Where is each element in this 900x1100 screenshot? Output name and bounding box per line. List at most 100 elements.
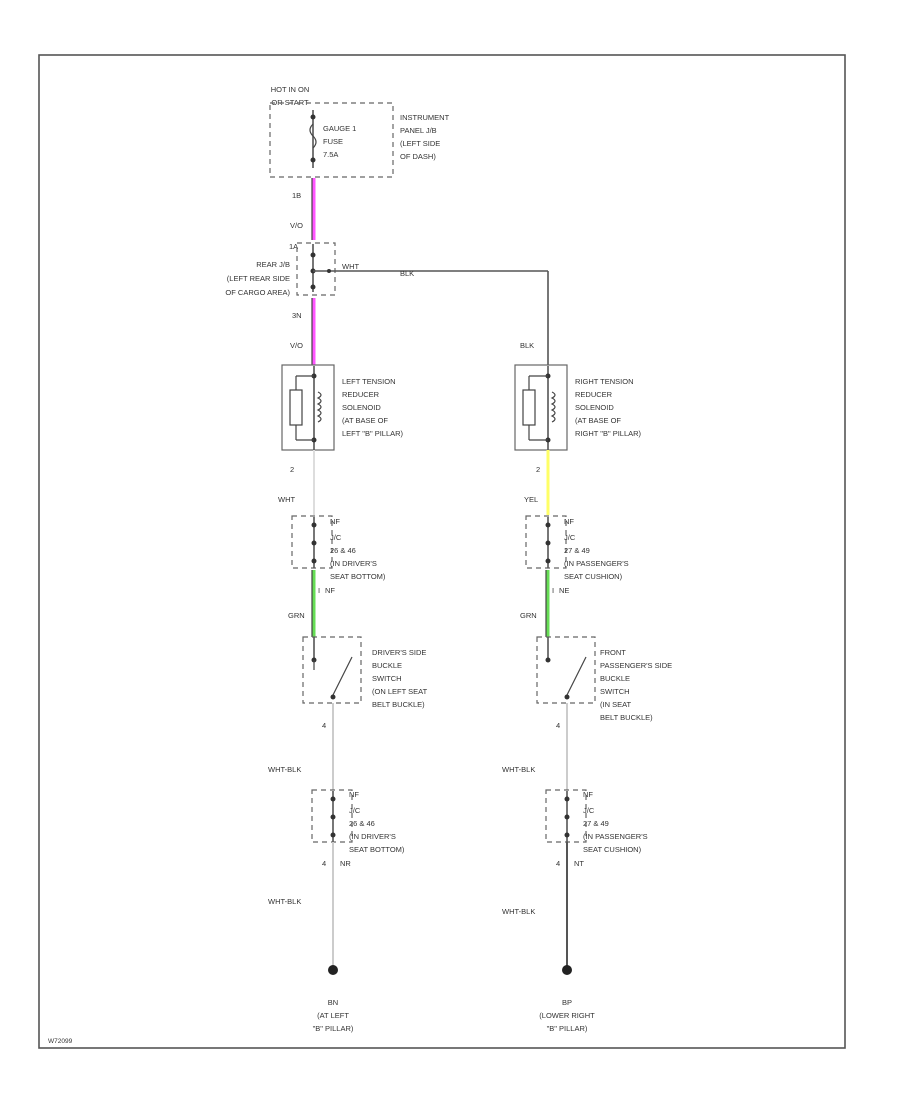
right-buckle-label-5: (IN SEAT xyxy=(600,700,632,709)
right-wire-yel: YEL xyxy=(524,495,538,504)
right-ground-label-1: BP xyxy=(562,998,572,1007)
left-wire-wht: WHT xyxy=(278,495,295,504)
right-ground: BP (LOWER RIGHT "B" PILLAR) xyxy=(539,965,595,1033)
right-pin-4: 4 xyxy=(556,721,560,730)
wire-1-pin: 1B xyxy=(292,191,301,200)
fuse-label-3: 7.5A xyxy=(323,150,338,159)
right-ground-label-3: "B" PILLAR) xyxy=(547,1024,588,1033)
left-buckle-label-5: BELT BUCKLE) xyxy=(372,700,425,709)
left-jc1-outline xyxy=(291,515,333,569)
right-jc1-pin-label: NE xyxy=(559,586,569,595)
right-jc2-label-4: SEAT CUSHION) xyxy=(583,845,642,854)
right-jc1-label-1: J/C xyxy=(564,533,576,542)
right-buckle-outline xyxy=(536,636,596,704)
right-wire-whtblk-2: WHT-BLK xyxy=(502,907,535,916)
right-tension-reducer-solenoid: RIGHT TENSION REDUCER SOLENOID (AT BASE … xyxy=(514,364,642,451)
fuse-symbol xyxy=(309,123,317,149)
right-jc2-label-1: J/C xyxy=(583,806,595,815)
hot-label-1: HOT IN ON xyxy=(271,85,310,94)
left-jc2-pin-label: NR xyxy=(340,859,351,868)
left-pin-2: 2 xyxy=(290,465,294,474)
right-solenoid-inner xyxy=(522,389,536,426)
left-jc1-label-4: SEAT BOTTOM) xyxy=(330,572,386,581)
fuse-label-2: FUSE xyxy=(323,137,343,146)
right-solenoid-label-5: RIGHT "B" PILLAR) xyxy=(575,429,642,438)
left-jc1-pin: I xyxy=(318,586,320,595)
panel-label-3: (LEFT SIDE xyxy=(400,139,440,148)
left-ground: BN (AT LEFT "B" PILLAR) xyxy=(313,965,354,1033)
right-pin-2: 2 xyxy=(536,465,540,474)
rear-jb-pin: 1A xyxy=(289,242,298,251)
rear-jb-label-3: OF CARGO AREA) xyxy=(225,288,290,297)
right-jc1-label-3: (IN PASSENGER'S xyxy=(564,559,629,568)
left-buckle-label-1: DRIVER'S SIDE xyxy=(372,648,426,657)
driver-buckle-switch: DRIVER'S SIDE BUCKLE SWITCH (ON LEFT SEA… xyxy=(302,636,428,709)
right-jc2-pin-label: NT xyxy=(574,859,584,868)
rear-jb: 1A WHT BLK REAR J/B (LEFT REAR SIDE OF C… xyxy=(225,242,548,297)
right-solenoid-box xyxy=(514,364,568,451)
panel-label-1: INSTRUMENT xyxy=(400,113,450,122)
rear-jb-wht-tag: WHT xyxy=(342,262,359,271)
right-jc1-label-4: SEAT CUSHION) xyxy=(564,572,623,581)
left-pin-4: 4 xyxy=(322,721,326,730)
left-buckle-label-2: BUCKLE xyxy=(372,661,402,670)
left-tension-reducer-solenoid: LEFT TENSION REDUCER SOLENOID (AT BASE O… xyxy=(281,364,404,451)
left-wire-whtblk-2: WHT-BLK xyxy=(268,897,301,906)
left-jc1-label-2: 26 & 46 xyxy=(330,546,356,555)
left-jc1-tag: NF xyxy=(330,517,340,526)
right-solenoid-label-1: RIGHT TENSION xyxy=(575,377,633,386)
right-solenoid-label-4: (AT BASE OF xyxy=(575,416,621,425)
left-jc2-label-1: J/C xyxy=(349,806,361,815)
right-jc1-pin: I xyxy=(552,586,554,595)
right-junction-connector-2: NF J/C 27 & 49 (IN PASSENGER'S SEAT CUSH… xyxy=(545,789,648,868)
panel-label-2: PANEL J/B xyxy=(400,126,437,135)
left-wire-grn: GRN xyxy=(288,611,305,620)
left-switch-blade xyxy=(332,656,353,696)
left-solenoid-coil xyxy=(316,391,322,423)
left-jc2-tag: NF xyxy=(349,790,359,799)
left-ground-symbol xyxy=(328,965,338,975)
right-junction-connector-1: NF J/C 27 & 49 (IN PASSENGER'S SEAT CUSH… xyxy=(525,515,629,595)
diagram-frame xyxy=(38,54,846,1049)
passenger-buckle-switch: FRONT PASSENGER'S SIDE BUCKLE SWITCH (IN… xyxy=(536,636,672,722)
right-switch-blade xyxy=(566,656,587,696)
instrument-panel-jb: HOT IN ON OR START GAUGE 1 FUSE 7.5A INS… xyxy=(269,85,450,178)
wire-2-pin: 3N xyxy=(292,311,302,320)
left-ground-label-2: (AT LEFT xyxy=(317,1011,349,1020)
right-wire-grn: GRN xyxy=(520,611,537,620)
rear-jb-blk-tag: BLK xyxy=(400,269,414,278)
right-ground-label-2: (LOWER RIGHT xyxy=(539,1011,595,1020)
left-jc2-label-2: 26 & 46 xyxy=(349,819,375,828)
right-jc1-label-2: 27 & 49 xyxy=(564,546,590,555)
left-buckle-outline xyxy=(302,636,362,704)
left-jc1-label-1: J/C xyxy=(330,533,342,542)
right-solenoid-label-2: REDUCER xyxy=(575,390,613,399)
right-solenoid-coil xyxy=(550,391,556,423)
left-junction-connector-2: NF J/C 26 & 46 (IN DRIVER'S SEAT BOTTOM)… xyxy=(311,789,405,868)
left-buckle-label-3: SWITCH xyxy=(372,674,402,683)
rear-jb-label-2: (LEFT REAR SIDE xyxy=(227,274,290,283)
left-solenoid-inner xyxy=(289,389,303,426)
right-jc2-label-3: (IN PASSENGER'S xyxy=(583,832,648,841)
right-jc1-tag: NF xyxy=(564,517,574,526)
diagram-code: W72099 xyxy=(48,1038,73,1045)
left-solenoid-label-5: LEFT "B" PILLAR) xyxy=(342,429,404,438)
left-jc2-label-3: (IN DRIVER'S xyxy=(349,832,396,841)
fuse-label-1: GAUGE 1 xyxy=(323,124,356,133)
left-solenoid-box xyxy=(281,364,335,451)
panel-label-4: OF DASH) xyxy=(400,152,436,161)
rear-jb-label-1: REAR J/B xyxy=(256,260,290,269)
left-buckle-label-4: (ON LEFT SEAT xyxy=(372,687,428,696)
right-ground-symbol xyxy=(562,965,572,975)
wire-2-color: V/O xyxy=(290,341,303,350)
right-jc2-pin: 4 xyxy=(556,859,560,868)
left-wire-whtblk-1: WHT-BLK xyxy=(268,765,301,774)
left-jc1-pin-label: NF xyxy=(325,586,335,595)
left-junction-connector-1: NF J/C 26 & 46 (IN DRIVER'S SEAT BOTTOM)… xyxy=(291,515,386,595)
right-buckle-label-6: BELT BUCKLE) xyxy=(600,713,653,722)
left-ground-label-3: "B" PILLAR) xyxy=(313,1024,354,1033)
right-buckle-label-1: FRONT xyxy=(600,648,626,657)
left-solenoid-label-1: LEFT TENSION xyxy=(342,377,396,386)
left-solenoid-label-2: REDUCER xyxy=(342,390,380,399)
